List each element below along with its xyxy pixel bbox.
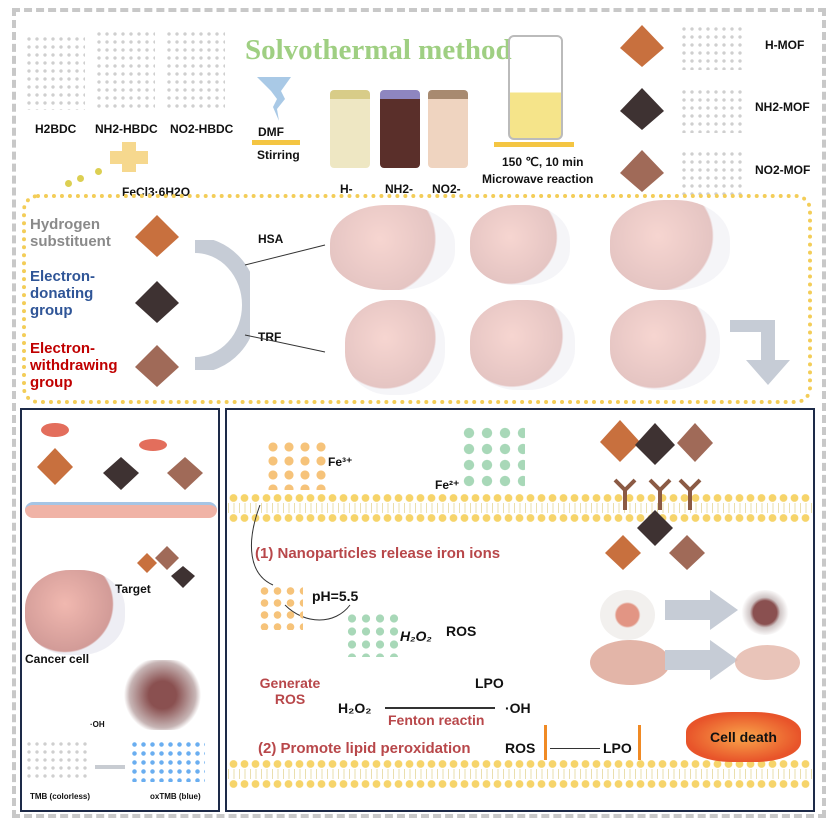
vial-label: NO2- <box>432 182 461 196</box>
protein-docking-model <box>470 300 575 390</box>
cell-death-burst: Cell death <box>686 712 801 762</box>
step1-top: DMF <box>258 125 284 139</box>
mof-structure <box>680 150 745 195</box>
protein-docking-model <box>610 200 730 290</box>
cell-membrane <box>25 502 217 518</box>
transition-arrows <box>665 590 738 680</box>
bottom-membrane <box>228 760 812 788</box>
h2o2-b: H₂O₂ <box>338 700 372 716</box>
increase-arrow <box>638 725 641 760</box>
oxtmb-label: oxTMB (blue) <box>150 792 201 801</box>
step2-label: (2) Promote lipid peroxidation <box>258 740 471 757</box>
vial-no2 <box>428 90 468 168</box>
cancer-cell-label: Cancer cell <box>25 652 90 666</box>
cancer-cells <box>25 570 125 655</box>
protein-docking-model <box>610 300 720 390</box>
ph-label: pH=5.5 <box>312 588 359 604</box>
substituent-octahedra <box>135 215 179 387</box>
nh2-hbdc-molecule <box>95 30 155 110</box>
ligand-label: H2BDC <box>35 122 77 136</box>
fe3-ions <box>265 440 330 490</box>
bracket-arc <box>194 240 250 370</box>
tmb-molecule <box>25 740 90 782</box>
ros-a: ROS <box>446 623 477 639</box>
damaged-mitochondrion <box>735 645 800 680</box>
section-title: Solvothermal method <box>245 34 512 66</box>
fe2-label: Fe²⁺ <box>435 478 460 492</box>
fe3-ions-inner <box>258 585 303 630</box>
generate-ros-label: Generate ROS <box>259 675 321 707</box>
arrow <box>550 748 600 749</box>
step1-label: (1) Nanoparticles release iron ions <box>255 545 501 562</box>
healthy-cell <box>600 590 655 640</box>
hydroxyl-label: ·OH <box>505 700 531 716</box>
withdrawing-label: Electron-withdrawing group <box>30 340 118 391</box>
mof-octahedra <box>620 25 664 192</box>
ligand-label: NH2-HBDC <box>95 122 158 136</box>
hydrogen-label: Hydrogen substituent <box>30 216 111 250</box>
target-label: Target <box>115 582 151 596</box>
top-membrane <box>228 494 812 522</box>
fe2-ions <box>460 425 525 490</box>
increase-arrow <box>544 725 547 760</box>
mof-label: NH2-MOF <box>755 100 810 114</box>
oxtmb-molecule <box>130 740 205 782</box>
cell-death-label: Cell death <box>710 729 777 745</box>
mitochondrion <box>590 640 670 685</box>
protein-label-trf: TRF <box>258 330 282 344</box>
mof-label: H-MOF <box>765 38 805 52</box>
arrow <box>252 140 300 145</box>
h2bdc-molecule <box>25 35 85 110</box>
turn-arrow <box>730 320 790 385</box>
protein-label-hsa: HSA <box>258 232 284 246</box>
ligand-label: NO2-HBDC <box>170 122 234 136</box>
arrow <box>494 142 574 147</box>
donating-label: Electron-donating group <box>30 268 96 319</box>
outer-frame <box>12 8 826 818</box>
docking-panel <box>22 194 812 404</box>
tornado-icon <box>257 77 291 121</box>
lpo-b: LPO <box>603 740 632 756</box>
oh-label: ·OH <box>90 720 105 729</box>
fenton-label: Fenton reactin <box>388 712 485 728</box>
protein-docking-model <box>330 205 455 290</box>
no2-hbdc-molecule <box>165 30 225 110</box>
fe2-ions-inner <box>345 612 400 657</box>
plus-icon <box>110 142 148 172</box>
damaged-cell <box>740 590 790 635</box>
h2o2-a: H₂O₂ <box>400 628 432 644</box>
mof-structure <box>680 25 745 70</box>
step1-bottom: Stirring <box>257 148 300 162</box>
targeting-octahedra <box>37 423 203 490</box>
vial-label: NH2- <box>385 182 414 196</box>
internalized-particles <box>137 546 195 588</box>
tmb-label: TMB (colorless) <box>30 792 91 801</box>
protein-docking-model <box>345 300 445 395</box>
vial-h <box>330 90 370 168</box>
vial-nh2 <box>380 90 420 168</box>
microwave-reactor <box>508 35 563 140</box>
step2-bottom: Microwave reaction <box>482 172 594 186</box>
right-panel <box>225 408 815 812</box>
fe3-label: Fe³⁺ <box>328 455 353 469</box>
lpo-a: LPO <box>475 675 504 691</box>
ros-b: ROS <box>505 740 536 756</box>
arrows <box>244 244 326 353</box>
vial-label: H- <box>340 182 353 196</box>
left-panel <box>20 408 220 812</box>
dead-cancer-cells <box>120 660 205 730</box>
mof-label: NO2-MOF <box>755 163 811 177</box>
receptor-mofs <box>600 420 713 570</box>
step2-top: 150 ℃, 10 min <box>502 155 584 169</box>
fenton-arrow <box>385 707 495 709</box>
protein-docking-model <box>470 205 570 285</box>
arrow <box>95 765 125 769</box>
mof-structure <box>680 88 745 133</box>
